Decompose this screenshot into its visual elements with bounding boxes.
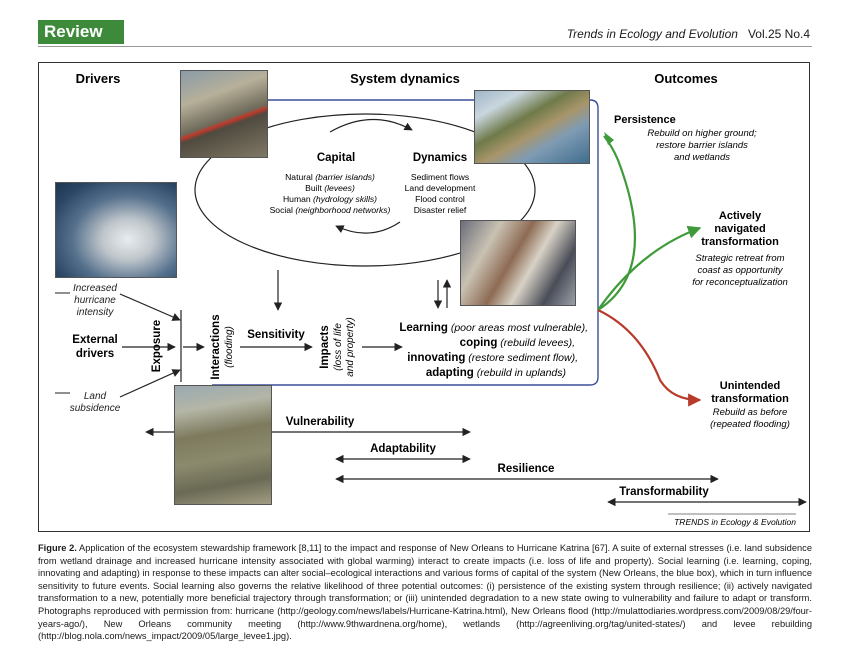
arrow-persistence (597, 135, 636, 311)
exposure-label: Exposure (151, 320, 163, 372)
driver-land: subsidence (70, 403, 121, 414)
outcome-actively-text: coast as opportunity (697, 265, 783, 276)
arrow-unintended (597, 309, 702, 407)
impacts-sub: (loss of life (333, 323, 344, 371)
arrow-hurricane (119, 293, 181, 321)
journal-title: Trends in Ecology and Evolution (566, 27, 738, 41)
journal-header: Trends in Ecology and Evolution Vol.25 No… (567, 27, 810, 41)
capital-title: Capital (317, 152, 355, 164)
header-rule (38, 46, 812, 47)
caption-text: Application of the ecosystem stewardship… (38, 543, 812, 642)
arrow-actively (597, 225, 702, 311)
arrowhead-persistence (604, 132, 614, 145)
adapting-line: adapting (rebuild in uplands) (426, 367, 566, 379)
outcome-unintended-text: Rebuild as before (713, 407, 787, 418)
hurricane-photo (55, 182, 177, 278)
interactions-sub: (flooding) (224, 326, 235, 368)
journal-volume: Vol.25 No.4 (747, 27, 810, 41)
driver-hurricane: Increased (73, 283, 117, 294)
dynamics-item: Flood control (415, 194, 465, 204)
wetlands-photo (474, 90, 590, 164)
outcome-persistence-text: Rebuild on higher ground; (647, 128, 757, 139)
outcome-persistence-text: restore barrier islands (656, 140, 748, 151)
driver-hurricane: intensity (77, 307, 115, 318)
column-system-dynamics: System dynamics (350, 71, 460, 86)
community-meeting-photo (460, 220, 576, 306)
outcome-persistence-text: and wetlands (674, 152, 730, 163)
label-transformability: Transformability (619, 486, 709, 498)
driver-external: drivers (76, 348, 114, 360)
system-box (200, 99, 599, 386)
capital-dynamics-ellipse (194, 113, 536, 267)
impacts-sub: and property) (345, 317, 356, 376)
coping-line: coping (rebuild levees), (460, 337, 575, 349)
dynamics-item: Sediment flows (411, 172, 469, 182)
outcome-actively-title: transformation (701, 236, 779, 248)
capital-natural: Natural (barrier islands) (285, 172, 375, 182)
figure-frame (38, 62, 810, 532)
label-resilience: Resilience (498, 463, 555, 475)
new-orleans-flood-photo (174, 385, 272, 505)
label-vulnerability: Vulnerability (286, 416, 355, 428)
learning-line: Learning (poor areas most vulnerable), (399, 322, 588, 334)
figure-caption: Figure 2. Application of the ecosystem s… (38, 542, 812, 643)
figure-credit: TRENDS in Ecology & Evolution (674, 517, 796, 527)
cycle-arrow-top (329, 118, 413, 133)
impacts-label: Impacts (319, 325, 331, 368)
outcome-unintended-title: Unintended (720, 380, 781, 392)
interactions-label: Interactions (210, 314, 222, 379)
outcome-actively-title: Actively (719, 210, 762, 222)
cycle-arrow-bottom (335, 221, 401, 234)
ecosystem-diagram: Drivers System dynamics Outcomes Capital… (55, 71, 807, 527)
outcome-unintended-text: (repeated flooding) (710, 419, 790, 430)
levee-rebuilding-photo (180, 70, 268, 158)
driver-land: Land (84, 391, 107, 402)
column-drivers: Drivers (76, 71, 121, 86)
label-adaptability: Adaptability (370, 443, 436, 455)
outcome-actively-text: for reconceptualization (692, 277, 788, 288)
capital-human: Human (hydrology skills) (283, 194, 377, 204)
dynamics-item: Land development (405, 183, 476, 193)
innovating-line: innovating (restore sediment flow), (407, 352, 578, 364)
driver-hurricane: hurricane (74, 295, 116, 306)
driver-external: External (72, 334, 117, 346)
dynamics-item: Disaster relief (414, 205, 467, 215)
dynamics-title: Dynamics (413, 152, 467, 164)
caption-label: Figure 2. (38, 543, 77, 553)
outcome-actively-title: navigated (714, 223, 765, 235)
capital-social: Social (neighborhood networks) (270, 205, 391, 215)
outcome-persistence-title: Persistence (614, 114, 676, 126)
arrow-land (119, 369, 181, 398)
outcome-unintended-title: transformation (711, 393, 789, 405)
sensitivity-label: Sensitivity (247, 329, 305, 341)
outcome-actively-text: Strategic retreat from (695, 253, 784, 264)
review-badge: Review (38, 20, 124, 44)
capital-built: Built (levees) (305, 183, 355, 193)
column-outcomes: Outcomes (654, 71, 718, 86)
